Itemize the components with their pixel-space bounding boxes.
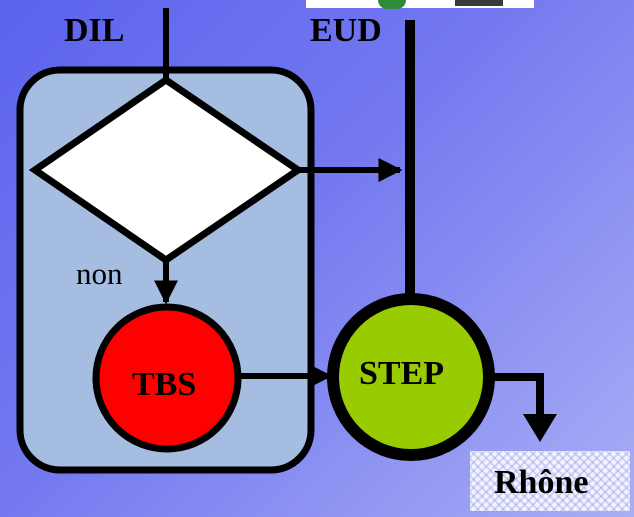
logo-bar-icon	[455, 0, 503, 6]
step-to-rhone-arrow	[489, 373, 544, 420]
eud-label: EUD	[310, 12, 382, 49]
logo-leaf-icon	[378, 0, 406, 9]
step-label: STEP	[359, 355, 445, 392]
step-to-rhone-arrowhead	[523, 414, 557, 442]
dil-label: DIL	[64, 12, 125, 49]
logo-image	[306, 0, 534, 8]
rhone-label: Rhône	[494, 464, 589, 501]
tbs-label: TBS	[132, 366, 197, 403]
rhone-box	[470, 451, 630, 511]
non-label: non	[76, 256, 123, 291]
